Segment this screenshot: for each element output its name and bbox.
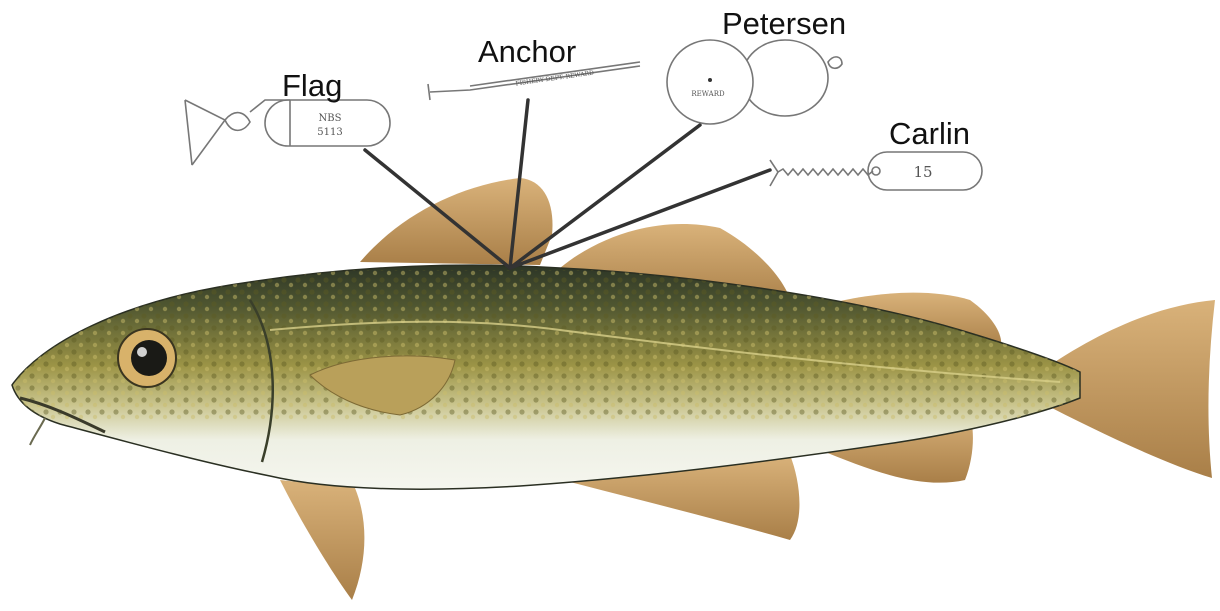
chin-barbel [30,418,45,445]
anchor-tag-text: FISHERY DEPT. REWARD [515,70,594,88]
flag-label: Flag [282,70,342,101]
petersen-tag-text: REWARD [691,90,725,98]
anchor-label: Anchor [478,36,576,67]
flag-tag-text-line1: NBS [319,113,342,124]
carlin-tag-text: 15 [913,163,932,181]
flag-tag-text-line2: 5113 [317,127,342,138]
cod-fish-illustration [0,178,1215,600]
petersen-disc-tag-icon: REWARD [667,40,842,124]
carlin-tag-icon: 15 [770,152,982,190]
pelvic-fin [280,480,364,600]
flag-tag-icon: NBS 5113 [185,100,390,165]
first-dorsal-fin [360,178,553,265]
carlin-label: Carlin [889,118,970,149]
fish-eye [118,329,176,387]
petersen-label: Petersen [722,8,846,39]
